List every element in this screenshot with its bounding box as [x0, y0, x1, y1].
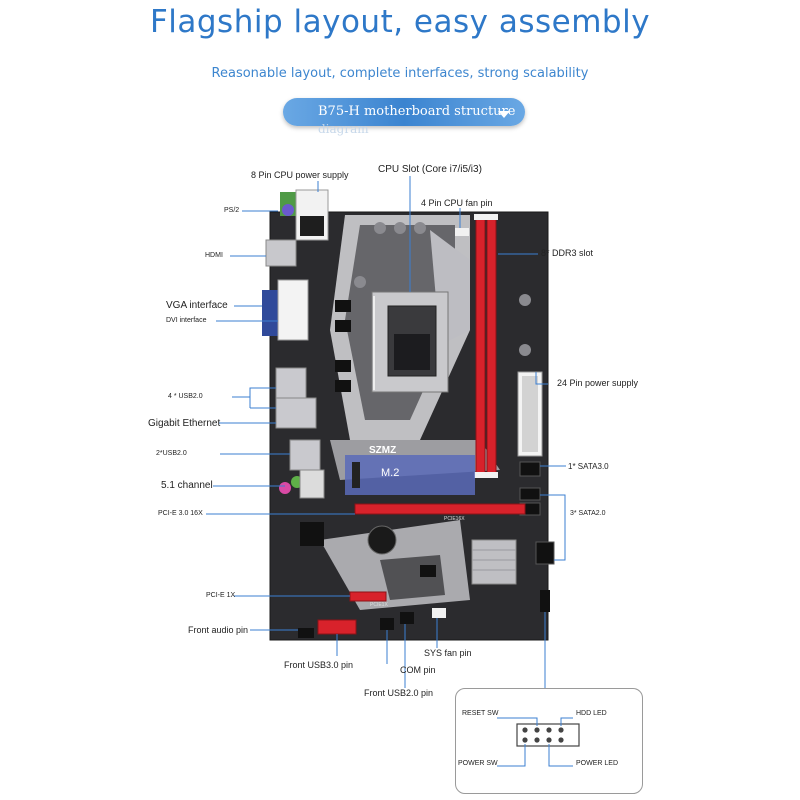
vrm-chip — [335, 360, 351, 372]
pinout-pin — [558, 737, 564, 743]
com-header — [380, 618, 394, 630]
label-usb20-2: 2*USB2.0 — [156, 450, 187, 457]
capacitor — [354, 276, 366, 288]
vrm-chip — [335, 320, 351, 332]
pinout-pin — [522, 727, 528, 733]
pinout-reset-sw: RESET SW — [462, 710, 499, 717]
label-front-audio: Front audio pin — [188, 625, 249, 635]
ddr3-slot-latch — [474, 214, 498, 220]
label-dvi: DVI interface — [166, 317, 207, 324]
pinout-pin — [534, 737, 540, 743]
pinout-power-led: POWER LED — [576, 760, 619, 767]
pinout-leader — [560, 717, 573, 726]
pinout-pin — [558, 727, 564, 733]
ddr3-slot — [486, 217, 497, 475]
sata2-port — [519, 487, 541, 501]
section-badge — [283, 98, 525, 126]
pcie16-silkscreen: PCIE16X — [444, 516, 465, 522]
cpu-fan-header — [455, 228, 469, 236]
ethernet-port — [275, 397, 317, 429]
pinout-pin — [546, 727, 552, 733]
section-badge-label: B75-H motherboard structure — [318, 104, 516, 119]
bios-chip — [420, 565, 436, 577]
cpu-socket-pins — [394, 334, 430, 370]
capacitor — [519, 294, 531, 306]
usb-2-stack — [289, 439, 321, 471]
label-ddr3: 8* DDR3 slot — [541, 248, 594, 258]
label-pcie16: PCI-E 3.0 16X — [158, 510, 203, 517]
m2-slot-label: M.2 — [381, 467, 400, 479]
label-front-usb20: Front USB2.0 pin — [364, 688, 434, 698]
capacitor — [519, 344, 531, 356]
pinout-pin — [522, 737, 528, 743]
board-brand: SZMZ — [369, 445, 397, 456]
vrm-chip — [335, 380, 351, 392]
pinout-leader — [497, 717, 538, 726]
label-channel51: 5.1 channel — [161, 480, 213, 491]
usb-stack — [275, 367, 307, 399]
atx-24pin-pins — [522, 376, 538, 452]
pinout-power-sw: POWER SW — [458, 760, 498, 767]
chipset-heatsink — [471, 539, 517, 585]
pinout-leader — [548, 744, 573, 767]
pinout-hdd-led: HDD LED — [576, 710, 607, 717]
audio-block — [299, 469, 325, 499]
cpu-power-pins — [300, 216, 324, 236]
sata3-port — [519, 461, 541, 477]
label-pcie1: PCI-E 1X — [206, 592, 236, 599]
front-panel-pinout-diagram — [497, 717, 580, 767]
front-audio-header — [298, 628, 314, 638]
pinout-header — [516, 723, 580, 747]
pinout-leader — [497, 744, 526, 767]
pcie-16x-slot — [354, 503, 526, 515]
label-gigabit: Gigabit Ethernet — [148, 418, 221, 429]
ps2-port-purple — [282, 204, 294, 216]
pcie1-silkscreen: PCIE1X — [370, 602, 388, 608]
label-ps2: PS/2 — [224, 207, 240, 214]
leader-line — [535, 372, 548, 385]
sata2-port — [535, 541, 555, 565]
pinout-pin — [546, 737, 552, 743]
sys-fan-header — [432, 608, 446, 618]
ddr3-slot — [475, 217, 486, 475]
vga-port — [262, 290, 280, 336]
label-vga: VGA interface — [166, 300, 228, 311]
label-com: COM pin — [400, 665, 436, 675]
label-sata20: 3* SATA2.0 — [570, 510, 606, 517]
label-sata30: 1* SATA3.0 — [568, 462, 609, 471]
pcie-1x-slot — [349, 591, 387, 602]
label-sys-fan: SYS fan pin — [424, 648, 472, 658]
label-power24: 24 Pin power supply — [557, 378, 639, 388]
vrm-chip — [335, 300, 351, 312]
capacitor — [394, 222, 406, 234]
capacitor — [414, 222, 426, 234]
label-hdmi: HDMI — [205, 252, 223, 259]
label-usb20-4: 4 * USB2.0 — [168, 393, 203, 400]
ddr3-slot-latch — [474, 472, 498, 478]
chevron-down-icon — [498, 111, 510, 118]
cmos-battery — [367, 525, 397, 555]
pinout-pin — [534, 727, 540, 733]
dvi-port — [277, 279, 309, 341]
front-usb3-header — [317, 619, 357, 635]
label-front-usb30: Front USB3.0 pin — [284, 660, 354, 670]
m2-slot — [345, 455, 475, 495]
capacitor — [374, 222, 386, 234]
hdmi-port — [265, 239, 297, 267]
m2-connector — [352, 462, 360, 488]
audio-jack-pink — [279, 482, 291, 494]
label-cpu-power: 8 Pin CPU power supply — [251, 170, 349, 180]
front-panel-header — [540, 590, 550, 612]
page-subtitle: Reasonable layout, complete interfaces, … — [211, 66, 589, 81]
section-badge-label-overflow: diagram — [318, 122, 369, 136]
leader-line — [540, 494, 566, 561]
front-usb2-header — [400, 612, 414, 624]
label-cpu-fan: 4 Pin CPU fan pin — [421, 198, 493, 208]
page-title: Flagship layout, easy assembly — [149, 4, 651, 40]
io-chip — [300, 522, 324, 546]
label-cpu-slot: CPU Slot (Core i7/i5/i3) — [378, 164, 482, 175]
leader-line — [232, 387, 276, 398]
pcb-pattern — [380, 555, 445, 600]
